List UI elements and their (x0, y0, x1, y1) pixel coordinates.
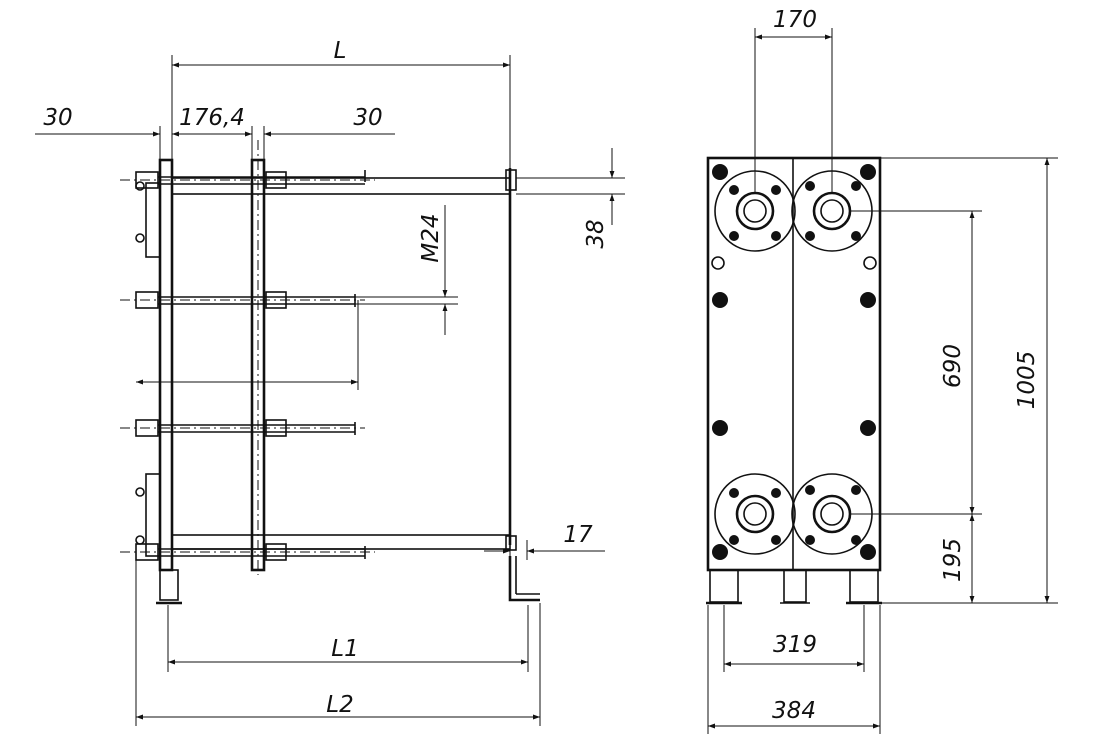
dimension-170: 170 (754, 7, 833, 193)
dimension-m24: M24 (355, 205, 458, 335)
bolt-3 (120, 419, 365, 437)
bracket-bolt (135, 233, 145, 243)
dimension-38: 38 (516, 148, 625, 249)
dim-stud-text: M24 (418, 213, 444, 262)
dim-port-spacing-text: 170 (773, 7, 817, 33)
fixed-frame-bracket-top (145, 182, 161, 258)
dimension-1005: 1005 (880, 157, 1058, 604)
bottom-guide-bar (171, 534, 511, 550)
port-bottom-left (714, 473, 796, 555)
bolt-1 (120, 170, 375, 189)
dim-port-vertical-text: 690 (940, 344, 966, 388)
fixed-frame-plate (158, 158, 174, 572)
support-column-bottom-cap (505, 535, 517, 551)
dim-foot-spacing-text: 319 (773, 632, 817, 658)
dimension-top-chain: 30 176,4 30 (35, 105, 395, 160)
dim-plate-thickness-text: 38 (583, 219, 609, 248)
dim-l1-text: L1 (331, 636, 358, 662)
bolt-2 (120, 291, 365, 309)
dimension-17: 17 (484, 522, 605, 560)
dim-top-left-text: 30 (43, 105, 72, 131)
tie-bolts (711, 164, 877, 560)
fixed-frame-bracket-bottom (145, 473, 161, 557)
bracket-bolt (135, 487, 145, 497)
frame-foot-center (783, 569, 807, 603)
tightening-bolts (120, 170, 375, 561)
dimension-690: 690 (850, 210, 982, 515)
dimension-195: 195 (940, 514, 975, 603)
dim-pressure-plate-text: 176,4 (179, 105, 245, 131)
support-foot (508, 556, 540, 602)
frame-foot-left (709, 569, 739, 603)
dimension-L1: L1 (167, 605, 529, 672)
dim-length-text: L (334, 38, 347, 64)
dimension-319: 319 (723, 605, 865, 672)
dimension-L2: L2 (135, 560, 541, 726)
dim-top-right-text: 30 (353, 105, 382, 131)
support-column-cap (505, 169, 517, 191)
dim-foot-offset-text: 17 (563, 522, 593, 548)
dim-l2-text: L2 (326, 692, 353, 718)
dim-total-height-text: 1005 (1014, 351, 1040, 410)
dim-port-bottom-text: 195 (940, 538, 966, 582)
bracket-bolt (135, 535, 145, 545)
front-view: 170 1005 690 195 319 (706, 7, 1058, 734)
frame-foot-right (849, 569, 879, 603)
bolt-4 (120, 543, 375, 561)
dim-total-width-text: 384 (772, 698, 816, 724)
dimension-384: 384 (707, 605, 881, 734)
bracket-bolt (135, 181, 145, 191)
side-view: L 30 176,4 30 M24 (35, 38, 625, 726)
fixed-frame-foot (159, 569, 179, 601)
